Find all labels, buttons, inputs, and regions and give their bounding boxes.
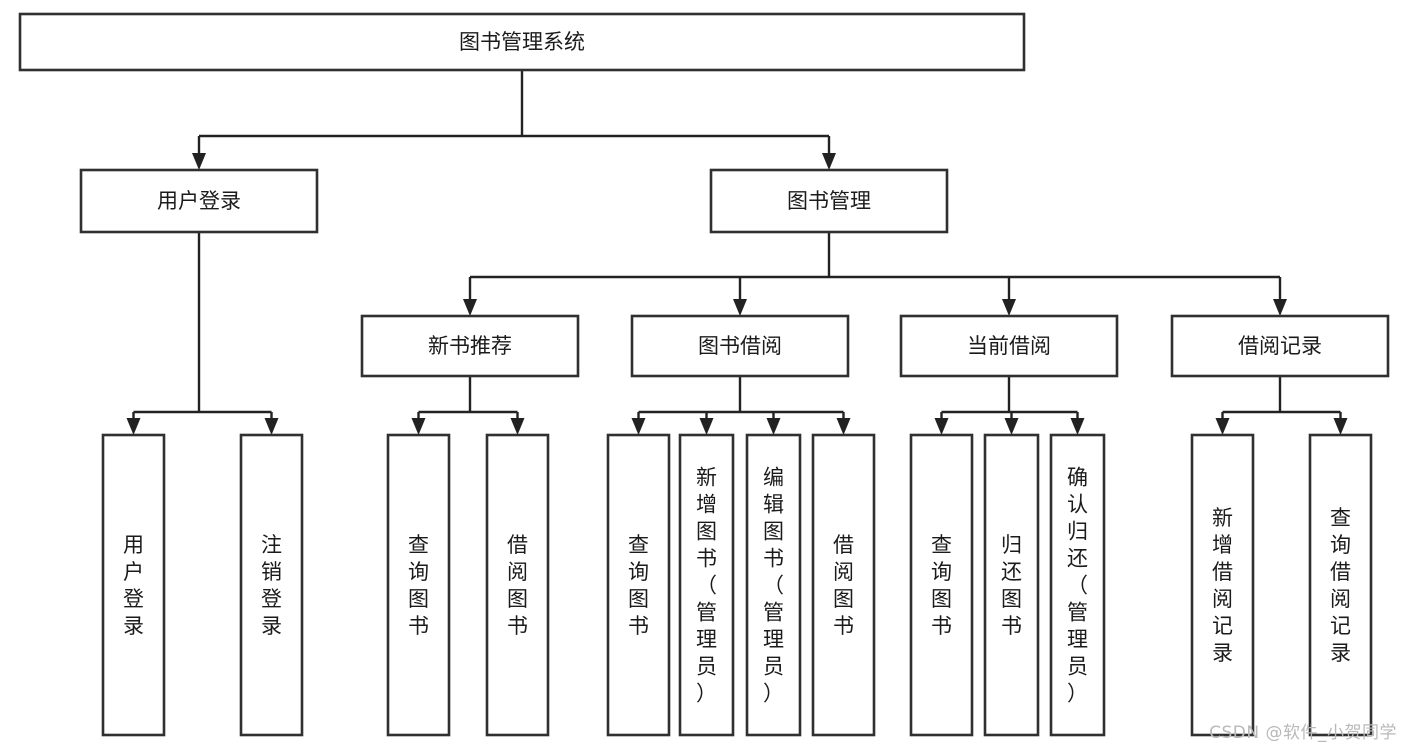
conn-bookmanage-to-borrow-record-head	[1273, 299, 1287, 316]
node-leaf-borrow-book-2[interactable]: 借阅图书	[811, 433, 876, 737]
conn-user-login-to-leaf-user-login-head	[126, 418, 141, 435]
conn-current-borrow-to-leaf-confirm-return-head	[1070, 418, 1085, 435]
conn-root-to-book-manage-head	[822, 153, 836, 170]
node-leaf-query-book-1-rect	[386, 433, 451, 737]
conn-current-borrow-to-leaf-query-book-3-head	[934, 418, 949, 435]
node-leaf-borrow-book-1-rect	[485, 433, 550, 737]
node-leaf-user-logout-label: 注销登录	[261, 533, 282, 638]
node-leaf-user-logout[interactable]: 注销登录	[239, 433, 304, 737]
node-layer: 图书管理系统用户登录图书管理新书推荐图书借阅当前借阅借阅记录用户登录注销登录查询…	[18, 12, 1390, 737]
node-leaf-add-record-label: 新增借阅记录	[1212, 506, 1233, 665]
node-leaf-user-logout-rect	[239, 433, 304, 737]
conn-bookmanage-to-book-borrow-head	[733, 299, 747, 316]
node-user-login-rect	[79, 168, 319, 234]
node-leaf-add-record[interactable]: 新增借阅记录	[1190, 433, 1255, 737]
node-leaf-query-book-3-label: 查询图书	[931, 533, 952, 638]
node-leaf-borrow-book-2-rect	[811, 433, 876, 737]
node-leaf-user-login-label: 用户登录	[123, 533, 144, 638]
node-leaf-query-book-3-rect	[909, 433, 974, 737]
node-new-book-rec[interactable]: 新书推荐	[360, 314, 580, 378]
node-user-login-label: 用户登录	[157, 189, 241, 213]
node-book-manage[interactable]: 图书管理	[709, 168, 949, 234]
conn-current-borrow-to-leaf-return-book-head	[1004, 418, 1019, 435]
node-leaf-borrow-book-2-label: 借阅图书	[833, 533, 854, 638]
node-user-login[interactable]: 用户登录	[79, 168, 319, 234]
connector-layer	[126, 70, 1348, 435]
conn-book-borrow-to-leaf-edit-book-head	[766, 418, 781, 435]
conn-user-login-to-leaf-user-logout-head	[264, 418, 279, 435]
node-leaf-confirm-return[interactable]: 确认归还（管理员）	[1049, 433, 1106, 737]
node-leaf-add-record-rect	[1190, 433, 1255, 737]
node-leaf-return-book-label: 归还图书	[1001, 533, 1022, 638]
conn-bookmanage-to-current-borrow-head	[1002, 299, 1016, 316]
node-book-borrow-label: 图书借阅	[698, 334, 782, 358]
node-book-manage-rect	[709, 168, 949, 234]
node-leaf-confirm-return-label: 确认归还（管理员）	[1067, 466, 1088, 706]
conn-book-borrow-to-leaf-add-book-head	[699, 418, 714, 435]
conn-bookmanage-to-new-book-rec-head	[463, 299, 477, 316]
node-leaf-edit-book-label: 编辑图书（管理员）	[763, 466, 784, 706]
conn-book-borrow-to-leaf-borrow-book-2-head	[836, 418, 851, 435]
node-current-borrow[interactable]: 当前借阅	[899, 314, 1119, 378]
node-book-borrow[interactable]: 图书借阅	[630, 314, 850, 378]
node-new-book-rec-label: 新书推荐	[428, 334, 512, 358]
csdn-watermark: CSDN @软件_小贺同学	[1209, 723, 1397, 743]
conn-borrow-record-to-leaf-query-record-head	[1333, 418, 1348, 435]
node-leaf-user-login[interactable]: 用户登录	[101, 433, 166, 737]
conn-root-to-user-login-head	[192, 153, 206, 170]
conn-new-book-rec-to-leaf-query-book-1-head	[411, 418, 426, 435]
node-leaf-borrow-book-1-label: 借阅图书	[507, 533, 528, 638]
node-leaf-add-book-rect	[678, 433, 735, 737]
node-leaf-query-book-2-label: 查询图书	[628, 533, 649, 638]
node-root[interactable]: 图书管理系统	[18, 12, 1026, 72]
node-root-label: 图书管理系统	[459, 30, 585, 54]
node-new-book-rec-rect	[360, 314, 580, 378]
node-leaf-return-book[interactable]: 归还图书	[983, 433, 1040, 737]
node-leaf-query-book-1[interactable]: 查询图书	[386, 433, 451, 737]
node-leaf-return-book-rect	[983, 433, 1040, 737]
node-current-borrow-label: 当前借阅	[967, 334, 1051, 358]
node-book-borrow-rect	[630, 314, 850, 378]
node-borrow-record-rect	[1170, 314, 1390, 378]
node-leaf-edit-book[interactable]: 编辑图书（管理员）	[745, 433, 802, 737]
node-leaf-query-record-rect	[1308, 433, 1373, 737]
node-leaf-confirm-return-rect	[1049, 433, 1106, 737]
conn-book-borrow-to-leaf-query-book-2-head	[631, 418, 646, 435]
node-leaf-query-record-label: 查询借阅记录	[1330, 506, 1351, 665]
node-leaf-borrow-book-1[interactable]: 借阅图书	[485, 433, 550, 737]
conn-new-book-rec-to-leaf-borrow-book-1-head	[510, 418, 525, 435]
node-leaf-add-book[interactable]: 新增图书（管理员）	[678, 433, 735, 737]
node-leaf-edit-book-rect	[745, 433, 802, 737]
conn-borrow-record-to-leaf-add-record-head	[1215, 418, 1230, 435]
node-leaf-query-book-3[interactable]: 查询图书	[909, 433, 974, 737]
node-borrow-record[interactable]: 借阅记录	[1170, 314, 1390, 378]
node-root-rect	[18, 12, 1026, 72]
node-leaf-query-book-2[interactable]: 查询图书	[606, 433, 671, 737]
node-current-borrow-rect	[899, 314, 1119, 378]
node-leaf-query-record[interactable]: 查询借阅记录	[1308, 433, 1373, 737]
node-book-manage-label: 图书管理	[787, 189, 871, 213]
node-leaf-query-book-1-label: 查询图书	[408, 533, 429, 638]
node-borrow-record-label: 借阅记录	[1238, 334, 1322, 358]
node-leaf-add-book-label: 新增图书（管理员）	[696, 466, 717, 706]
node-leaf-user-login-rect	[101, 433, 166, 737]
node-leaf-query-book-2-rect	[606, 433, 671, 737]
